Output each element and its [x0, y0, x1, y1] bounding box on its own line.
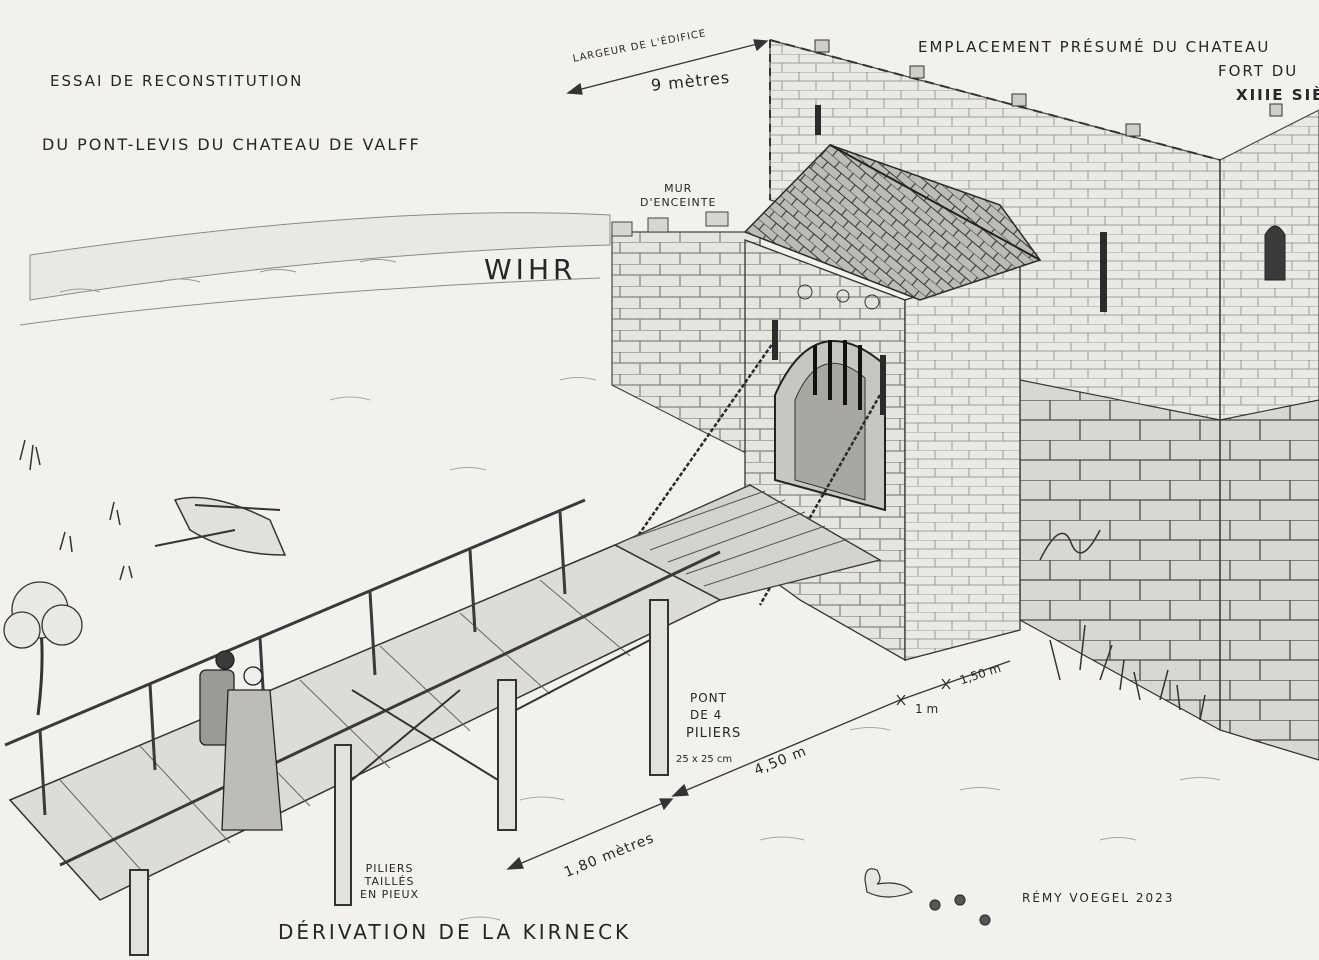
dimension-lines — [506, 39, 1011, 870]
pont-label: PONT DE 4 — [690, 690, 727, 724]
distance-1: 1 m — [915, 702, 939, 716]
keep-window — [1264, 225, 1286, 281]
author-signature: RÉMY VOEGEL 2023 — [1022, 891, 1175, 905]
wooden-bridge — [4, 498, 722, 956]
mur-line-1: MUR — [664, 182, 693, 195]
siecle-label: XIIIe siècle — [1236, 86, 1319, 104]
mur-enceinte-label: MUR D'ENCEINTE — [640, 182, 716, 210]
piliers-tailles-line-2: TAILLÉS — [364, 875, 415, 888]
railing — [4, 498, 721, 867]
far-bank — [19, 212, 611, 326]
emplacement-label: EMPLACEMENT PRÉSUMÉ DU CHATEAU — [918, 38, 1271, 56]
reeds — [19, 439, 1206, 721]
piliers-tailles-line-3: EN PIEUX — [360, 888, 420, 901]
river-label: WIHR — [484, 253, 577, 286]
title-line-2: du Pont-levis du Chateau de Valff — [42, 135, 421, 154]
derivation-label: DÉRIVATION DE LA KIRNECK — [278, 920, 632, 944]
fort-du-label: FORT DU — [1218, 62, 1299, 80]
rowing-boat — [154, 496, 287, 556]
tree — [3, 581, 83, 716]
arrow-slit-2 — [1100, 232, 1107, 312]
roof — [743, 144, 1042, 301]
water-lines — [329, 377, 1221, 921]
battlements — [814, 39, 1283, 137]
two-figures — [199, 650, 283, 831]
pont-line-2: DE 4 — [690, 708, 723, 722]
piliers-dimension: 25 x 25 cm — [676, 754, 733, 765]
piliers-tailles-line-1: PILIERS — [365, 862, 414, 875]
piers — [129, 599, 669, 956]
ducks — [864, 868, 991, 926]
piliers-tailles-label: PILIERS TAILLÉS EN PIEUX — [360, 862, 419, 901]
arrow-slit-1 — [815, 105, 821, 135]
mur-line-2: D'ENCEINTE — [640, 196, 717, 209]
title-line-1: Essai de Reconstitution — [50, 72, 304, 90]
pont-line-1: PONT — [690, 691, 727, 705]
piliers-label: PILIERS — [686, 726, 742, 741]
portcullis — [813, 340, 862, 410]
enclosure-wall — [611, 211, 761, 461]
